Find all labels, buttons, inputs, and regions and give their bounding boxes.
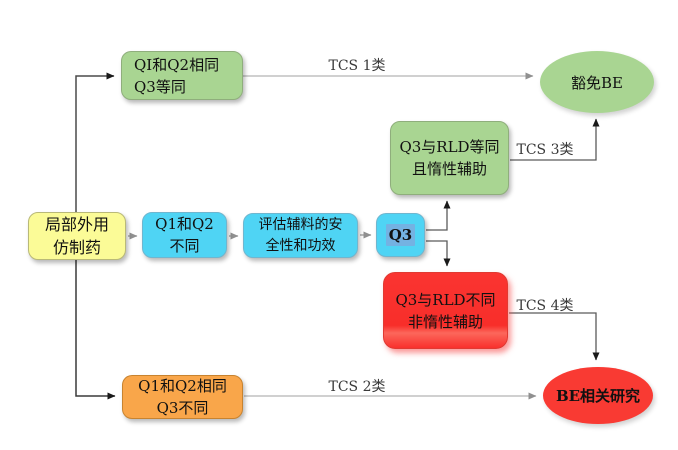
node-q3: Q3 [376, 213, 425, 257]
q3-highlight-label: Q3 [385, 224, 416, 246]
edge-label-tcs-4: TCS 4类 [516, 298, 574, 314]
edge-trunk-up [75, 72, 115, 212]
node-q3-rld-equal-inert-excipients: Q3与RLD等同 且惰性辅助 [390, 121, 509, 195]
node-evaluate-excipient-safety-efficacy: 评估辅料的安 全性和功效 [243, 213, 358, 258]
terminal-waive-be: 豁免BE [540, 51, 654, 113]
node-q3-rld-different-non-inert-excipients: Q3与RLD不同 非惰性辅助 [383, 272, 508, 349]
node-topical-generic-drug: 局部外用 仿制药 [28, 212, 126, 260]
edge-tcs4 [509, 312, 600, 361]
edge-q3-to-red [426, 240, 451, 267]
edge-label-tcs-1: TCS 1类 [328, 58, 386, 74]
edge-label-tcs-2: TCS 2类 [328, 379, 386, 395]
node-q1-q2-same-q3-different: Q1和Q2相同 Q3不同 [122, 375, 243, 419]
terminal-be-related-study: BE相关研究 [543, 367, 653, 424]
node-q1-q2-different: Q1和Q2 不同 [142, 212, 227, 258]
node-q1-q2-same-q3-equal: QI和Q2相同 Q3等同 [121, 51, 243, 100]
edge-label-tcs-3: TCS 3类 [516, 142, 574, 158]
edge-tcs3 [510, 118, 600, 161]
edge-q3-to-green [426, 200, 451, 231]
edge-trunk-down [75, 260, 116, 400]
